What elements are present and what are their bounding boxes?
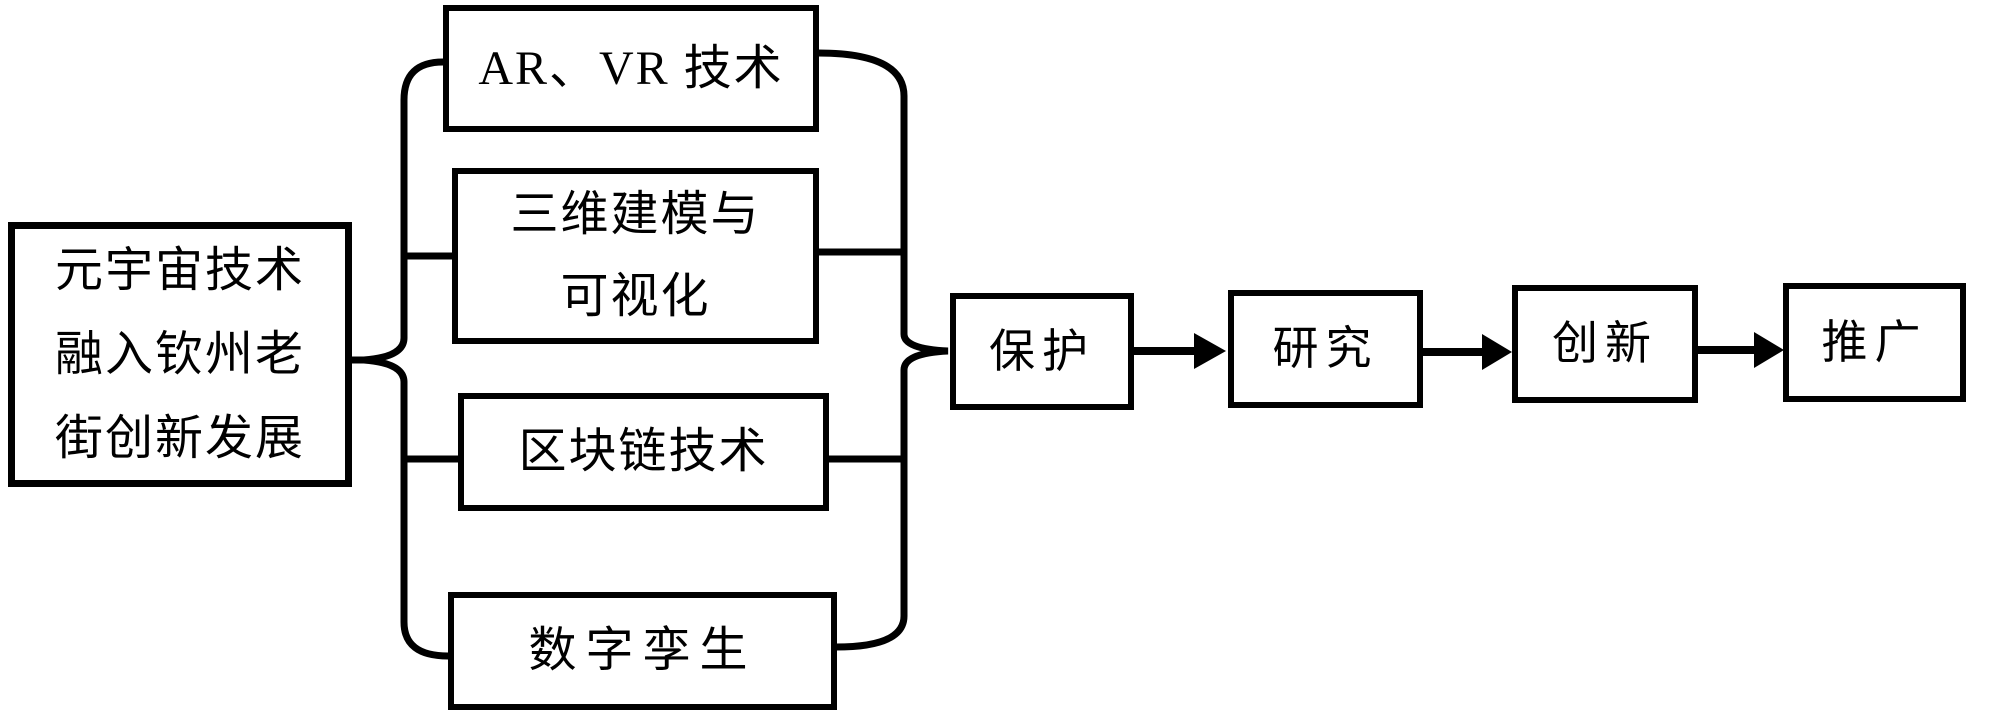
arrowhead-icon	[1754, 332, 1784, 368]
flow-box-label: 创新	[1552, 318, 1658, 369]
flow-box-label: 保护	[989, 325, 1095, 377]
source-box-line: 元宇宙技术	[54, 243, 305, 297]
flow-box-research: 研究	[1228, 290, 1423, 408]
flow-box-innovate: 创新	[1512, 285, 1698, 403]
flow-box-promote: 推广	[1783, 283, 1966, 402]
tech-box-label: 三维建模与	[510, 188, 761, 241]
tech-box-ar-vr: AR、VR 技术	[443, 5, 819, 132]
flow-box-protect: 保护	[950, 293, 1134, 410]
arrow-innovate-to-promote	[1698, 332, 1784, 368]
tech-box-blockchain: 区块链技术	[458, 393, 829, 511]
arrowhead-icon	[1194, 333, 1226, 369]
tech-box-3d-modeling-visualization: 三维建模与 可视化	[452, 168, 819, 344]
arrowhead-icon	[1482, 334, 1512, 370]
tech-box-digital-twin: 数字孪生	[448, 592, 837, 710]
right-brace-connector	[814, 49, 949, 651]
arrow-research-to-innovate	[1423, 334, 1512, 370]
left-brace-connector	[346, 58, 464, 660]
tech-box-label: AR、VR 技术	[478, 41, 784, 95]
source-box-line: 融入钦州老	[54, 327, 305, 381]
flow-box-label: 研究	[1272, 323, 1379, 374]
source-box: 元宇宙技术 融入钦州老 街创新发展	[8, 222, 352, 487]
tech-box-label: 区块链技术	[518, 425, 769, 478]
source-box-line: 街创新发展	[54, 411, 305, 465]
tech-box-label: 数字孪生	[528, 624, 757, 677]
tech-box-label: 可视化	[560, 270, 711, 323]
arrow-protect-to-research	[1134, 333, 1226, 369]
flow-box-label: 推广	[1821, 316, 1928, 368]
